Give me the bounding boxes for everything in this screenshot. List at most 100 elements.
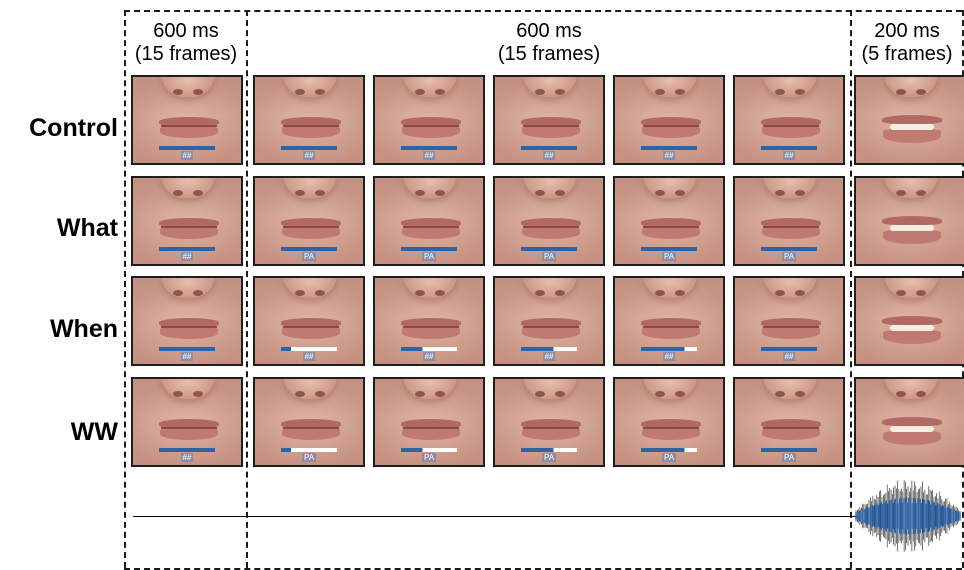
frame-tag-text: ## <box>180 453 194 462</box>
face-lip-bottom <box>402 327 460 339</box>
frame-tag: ## <box>133 453 241 462</box>
face-nostril-l <box>655 190 665 196</box>
face-frame-ww-4: PA <box>493 377 605 467</box>
face-nose <box>283 77 337 97</box>
face-closed-line <box>763 226 819 228</box>
face-frame-when-2: ## <box>253 276 365 366</box>
face-nose <box>523 77 577 97</box>
section-border-top <box>124 10 962 12</box>
face-lip-top <box>401 218 461 227</box>
face-frame-ww-2: PA <box>253 377 365 467</box>
face-nostril-r <box>193 290 203 296</box>
face-lip-bottom <box>160 126 218 138</box>
frame-tag: ## <box>615 151 723 160</box>
face-closed-line <box>643 125 699 127</box>
progress-bar <box>641 448 697 452</box>
face-nostril-r <box>435 290 445 296</box>
face-nose <box>884 178 938 198</box>
face-nostril-l <box>896 290 906 296</box>
face-nose <box>643 278 697 298</box>
face-nostril-r <box>675 290 685 296</box>
face-nostril-l <box>173 190 183 196</box>
column-header-1-frames: (15 frames) <box>134 43 238 65</box>
column-header-2: 600 ms (15 frames) <box>248 20 850 66</box>
face-nostril-l <box>415 89 425 95</box>
face-frame-when-3: ## <box>373 276 485 366</box>
face-nostril-l <box>295 190 305 196</box>
face-lip-top <box>761 419 821 428</box>
frame-tag-text: PA <box>661 453 677 462</box>
frame-tag-text: ## <box>180 352 194 361</box>
face-nose <box>763 178 817 198</box>
face-lip-bottom <box>402 227 460 239</box>
face-closed-line <box>523 226 579 228</box>
face-nostril-l <box>775 190 785 196</box>
face-frame-ww-6: PA <box>733 377 845 467</box>
column-header-1: 600 ms (15 frames) <box>124 20 248 66</box>
frame-tag: PA <box>735 252 843 261</box>
progress-bar <box>281 146 337 150</box>
face-nostril-r <box>315 89 325 95</box>
face-lip-bottom <box>642 126 700 138</box>
face-lip-top <box>882 115 942 124</box>
face-lip-bottom <box>522 428 580 440</box>
progress-bar <box>761 347 817 351</box>
face-closed-line <box>283 226 339 228</box>
face-lip-bottom <box>282 327 340 339</box>
face-nostril-r <box>795 391 805 397</box>
face-frame-ww-7 <box>854 377 964 467</box>
face-lip-top <box>641 318 701 327</box>
frame-tag-text: PA <box>421 252 437 261</box>
face-nostril-r <box>193 190 203 196</box>
face-nostril-r <box>193 391 203 397</box>
face-lip-bottom <box>642 428 700 440</box>
face-nostril-r <box>555 190 565 196</box>
row-label-ww: WW <box>70 418 118 446</box>
face-frame-when-5: ## <box>613 276 725 366</box>
row-label-when: When <box>49 315 118 343</box>
progress-bar <box>281 347 337 351</box>
face-lip-bottom <box>642 327 700 339</box>
frame-tag-text: ## <box>782 151 796 160</box>
frame-tag: ## <box>133 252 241 261</box>
face-nose <box>523 178 577 198</box>
face-teeth <box>890 124 934 130</box>
face-lip-bottom <box>160 327 218 339</box>
face-lip-top <box>159 419 219 428</box>
face-nostril-l <box>775 89 785 95</box>
progress-bar <box>401 347 457 351</box>
face-nostril-l <box>896 89 906 95</box>
face-closed-line <box>161 326 217 328</box>
frame-tag-text: ## <box>302 151 316 160</box>
face-closed-line <box>283 427 339 429</box>
progress-bar <box>521 247 577 251</box>
face-nostril-r <box>795 190 805 196</box>
face-closed-line <box>161 125 217 127</box>
face-nostril-l <box>535 190 545 196</box>
face-nostril-l <box>775 290 785 296</box>
face-lip-bottom <box>883 129 941 143</box>
face-closed-line <box>763 427 819 429</box>
face-lip-top <box>882 417 942 426</box>
face-lip-top <box>401 117 461 126</box>
frame-tag-text: PA <box>541 453 557 462</box>
face-teeth <box>890 426 934 432</box>
progress-bar <box>159 347 215 351</box>
face-nostril-l <box>415 391 425 397</box>
frame-tag: ## <box>375 352 483 361</box>
face-frame-what-1: ## <box>131 176 243 266</box>
face-lip-top <box>761 117 821 126</box>
face-frame-ww-1: ## <box>131 377 243 467</box>
face-nose <box>161 178 215 198</box>
column-header-3-duration: 200 ms <box>874 20 940 42</box>
progress-bar <box>521 448 577 452</box>
face-frame-what-6: PA <box>733 176 845 266</box>
face-nostril-r <box>435 190 445 196</box>
face-lip-bottom <box>282 227 340 239</box>
section-divider-middle-1 <box>246 10 248 568</box>
face-lip-top <box>159 318 219 327</box>
face-nose <box>403 178 457 198</box>
face-nostril-r <box>315 391 325 397</box>
face-lip-bottom <box>762 227 820 239</box>
face-lip-bottom <box>282 428 340 440</box>
